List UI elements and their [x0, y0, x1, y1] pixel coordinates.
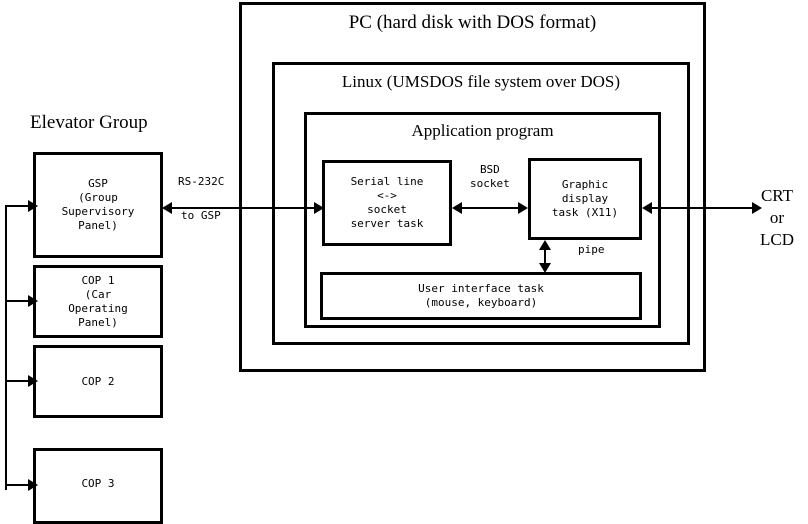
elevator-bus-vertical-line — [5, 205, 7, 490]
rs232c-link-arrow — [162, 202, 324, 214]
graphic-display-task-label: Graphic display task (X11) — [551, 178, 619, 219]
pc-label: PC (hard disk with DOS format) — [348, 12, 597, 33]
application-program-label: Application program — [411, 121, 554, 140]
bsd-socket-label: BSD socket — [470, 163, 510, 190]
to-gsp-label: to GSP — [181, 209, 221, 222]
gsp-box[interactable]: GSP (Group Supervisory Panel) — [33, 152, 163, 258]
crt-or-lcd-label: CRT or LCD — [760, 186, 794, 249]
pipe-link-arrow — [539, 240, 551, 273]
cop1-box[interactable]: COP 1 (Car Operating Panel) — [33, 265, 163, 338]
bus-to-gsp-arrow — [5, 200, 38, 212]
cop2-label: COP 2 — [81, 374, 115, 388]
cop2-box[interactable]: COP 2 — [33, 345, 163, 418]
bus-to-cop3-arrow — [5, 479, 38, 491]
elevator-group-title: Elevator Group — [30, 112, 148, 133]
pipe-label: pipe — [578, 243, 605, 256]
graphic-display-task-box[interactable]: Graphic display task (X11) — [528, 158, 642, 240]
linux-label: Linux (UMSDOS file system over DOS) — [341, 72, 621, 91]
serial-socket-server-task-box[interactable]: Serial line <-> socket server task — [322, 160, 452, 246]
serial-socket-server-task-label: Serial line <-> socket server task — [350, 175, 424, 230]
display-output-arrow — [642, 202, 762, 214]
user-interface-task-label: User interface task (mouse, keyboard) — [418, 282, 544, 309]
cop3-box[interactable]: COP 3 — [33, 448, 163, 524]
cop1-label: COP 1 (Car Operating Panel) — [68, 273, 128, 329]
bus-to-cop1-arrow — [5, 295, 38, 307]
cop3-label: COP 3 — [81, 476, 115, 490]
gsp-label: GSP (Group Supervisory Panel) — [61, 177, 135, 232]
bus-to-cop2-arrow — [5, 375, 38, 387]
rs232c-label: RS-232C — [178, 175, 225, 188]
user-interface-task-box[interactable]: User interface task (mouse, keyboard) — [320, 272, 642, 320]
bsd-socket-link-arrow — [452, 202, 528, 214]
